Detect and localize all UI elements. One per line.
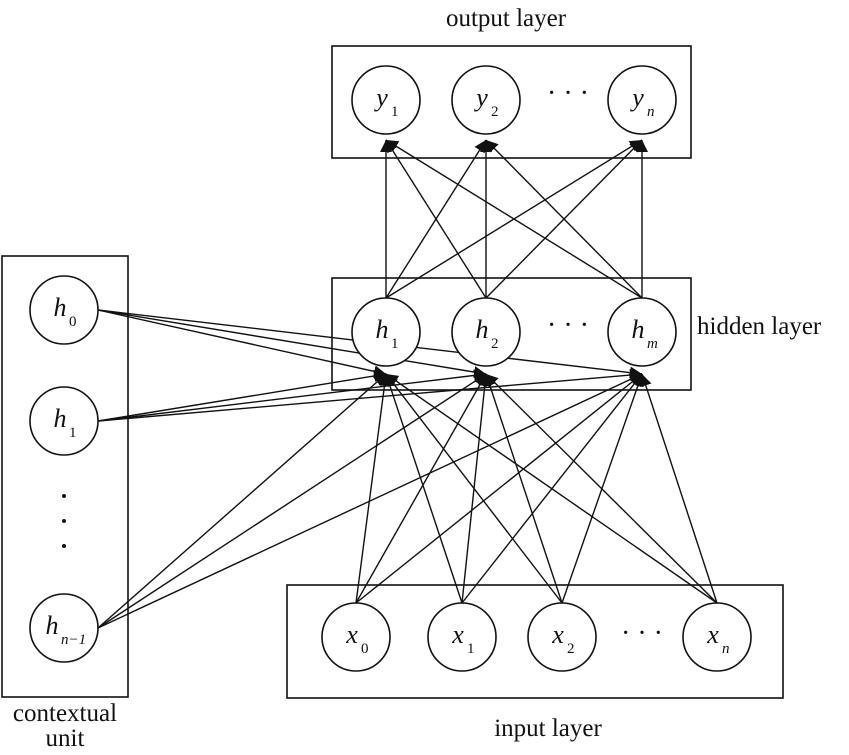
- input-node-0-subscript: 0: [361, 641, 369, 657]
- contextual-unit-label-line1: contextual: [13, 700, 117, 727]
- edge-hidden2-to-output0: [385, 139, 643, 299]
- output-node-0-label: y: [373, 83, 388, 112]
- edge-input3-to-hidden2: [640, 373, 718, 604]
- edge-input2-to-hidden1: [484, 373, 563, 604]
- edge-context2-to-hidden1: [97, 373, 487, 629]
- edge-context0-to-hidden1: [97, 309, 487, 378]
- connections: [97, 139, 718, 629]
- edge-input1-to-hidden0: [384, 373, 463, 604]
- output-layer-box: [331, 45, 692, 159]
- context-node-0-label: h: [54, 293, 67, 322]
- input-node-0-label: x: [345, 620, 358, 649]
- edge-context1-to-hidden0: [97, 370, 387, 422]
- context-node-2-label: h: [46, 611, 59, 640]
- input-node-1-circle: [427, 602, 497, 672]
- hidden-node-0-circle: [351, 297, 421, 367]
- hidden-layer-label: hidden layer: [697, 313, 822, 340]
- hidden-node-1-circle: [451, 297, 521, 367]
- edge-input2-to-hidden0: [385, 373, 563, 604]
- hidden-node-2-label: h: [632, 315, 645, 344]
- output-layer-label: output layer: [446, 5, 567, 32]
- hidden-node-2-subscript: m: [647, 336, 658, 352]
- context-node-2-circle: [29, 593, 99, 663]
- input-layer-label: input layer: [494, 715, 602, 742]
- output-node-1-label: y: [473, 83, 488, 112]
- hidden-layer-box: [331, 277, 692, 391]
- output-node-2-circle: [607, 65, 677, 135]
- input-node-1-label: x: [451, 620, 464, 649]
- output-node-2-subscript: n: [647, 104, 655, 120]
- input-node-2-circle: [527, 602, 597, 672]
- contextual-unit-label-line2: unit: [46, 725, 85, 752]
- input-ellipsis: · · ·: [621, 618, 663, 649]
- output-ellipsis: · · ·: [547, 78, 589, 109]
- context-node-0-circle: [29, 275, 99, 345]
- output-node-1-circle: [451, 65, 521, 135]
- hidden-node-2-circle: [607, 297, 677, 367]
- edge-input3-to-hidden1: [485, 373, 718, 604]
- edge-input0-to-hidden0: [355, 373, 391, 604]
- edge-context2-to-hidden2: [97, 373, 643, 629]
- input-node-2-subscript: 2: [567, 641, 575, 657]
- edge-input3-to-hidden0: [385, 373, 718, 604]
- edge-hidden2-to-output1: [485, 139, 643, 299]
- input-node-3-subscript: n: [722, 641, 730, 657]
- context-vertical-ellipsis: [62, 494, 66, 548]
- input-node-0-circle: [321, 602, 391, 672]
- edge-context1-to-hidden2: [97, 369, 643, 422]
- output-node-0-subscript: 1: [391, 104, 399, 120]
- output-node-1-subscript: 2: [491, 104, 499, 120]
- edge-input0-to-hidden1: [355, 373, 487, 604]
- hidden-node-0-subscript: 1: [391, 336, 399, 352]
- hidden-node-0-label: h: [376, 315, 389, 344]
- context-node-1-subscript: 1: [69, 425, 77, 441]
- output-node-0-circle: [351, 65, 421, 135]
- input-node-3-label: x: [706, 620, 719, 649]
- hidden-node-1-label: h: [476, 315, 489, 344]
- context-node-2-subscript: n−1: [61, 632, 86, 648]
- edge-input0-to-hidden2: [355, 373, 643, 604]
- hidden-ellipsis: · · ·: [547, 310, 589, 341]
- context-node-0-subscript: 0: [69, 314, 77, 330]
- edge-context0-to-hidden0: [97, 309, 387, 378]
- edge-context1-to-hidden1: [97, 369, 487, 422]
- input-node-1-subscript: 1: [467, 641, 475, 657]
- hidden-node-1-subscript: 2: [491, 336, 499, 352]
- input-node-3-circle: [682, 602, 752, 672]
- edge-context2-to-hidden0: [97, 373, 387, 629]
- input-node-2-label: x: [551, 620, 564, 649]
- input-layer-box: [286, 584, 784, 699]
- contextual-unit-box: [1, 255, 129, 698]
- context-node-1-circle: [29, 386, 99, 456]
- context-node-1-label: h: [54, 404, 67, 433]
- edge-hidden1-to-output0: [385, 139, 487, 299]
- output-node-2-label: y: [629, 83, 644, 112]
